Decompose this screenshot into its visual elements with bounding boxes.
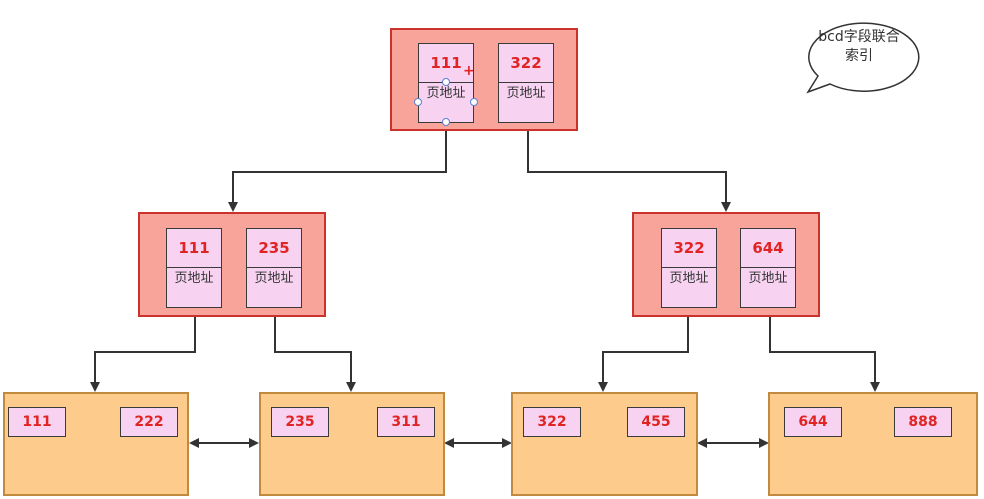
leaf-2-key-1[interactable]: 235	[271, 407, 329, 437]
annotation-line-2: 索引	[845, 48, 873, 64]
annotation-line-1: bcd字段联合	[818, 29, 900, 45]
internal-right-key-1[interactable]: 322	[661, 228, 717, 268]
leaf-4-key-1[interactable]: 644	[784, 407, 842, 437]
leaf-1-key-2[interactable]: 222	[120, 407, 178, 437]
internal-right-key-2[interactable]: 644	[740, 228, 796, 268]
root-key-1[interactable]: 111	[418, 43, 474, 83]
leaf-2-key-2[interactable]: 311	[377, 407, 435, 437]
edge-root-to-internal-left	[228, 124, 447, 212]
annotation-text: bcd字段联合 索引	[806, 28, 912, 66]
selection-handle-right[interactable]	[470, 98, 478, 106]
leaf-3-key-1[interactable]: 322	[523, 407, 581, 437]
internal-left-page-address-2[interactable]: 页地址	[246, 268, 302, 308]
selection-handle-left[interactable]	[414, 98, 422, 106]
internal-right-page-address-1[interactable]: 页地址	[661, 268, 717, 308]
edge-root-to-internal-right	[527, 124, 731, 212]
root-page-address-1[interactable]: 页地址	[418, 83, 474, 123]
edge-internal-to-leaf-3	[598, 307, 689, 392]
selection-handle-bottom[interactable]	[442, 118, 450, 126]
root-key-2[interactable]: 322	[498, 43, 554, 83]
selection-handle-top[interactable]	[442, 78, 450, 86]
leaf-1-key-1[interactable]: 111	[8, 407, 66, 437]
internal-left-key-1[interactable]: 111	[166, 228, 222, 268]
edge-internal-to-leaf-1	[90, 307, 196, 392]
edge-internal-to-leaf-4	[769, 307, 880, 392]
internal-left-key-2[interactable]: 235	[246, 228, 302, 268]
edge-internal-to-leaf-2	[274, 307, 356, 392]
internal-left-page-address-1[interactable]: 页地址	[166, 268, 222, 308]
move-cursor-icon: +	[463, 63, 475, 79]
speech-bubble	[806, 22, 920, 94]
internal-right-page-address-2[interactable]: 页地址	[740, 268, 796, 308]
leaf-4-key-2[interactable]: 888	[894, 407, 952, 437]
root-page-address-2[interactable]: 页地址	[498, 83, 554, 123]
leaf-3-key-2[interactable]: 455	[627, 407, 685, 437]
